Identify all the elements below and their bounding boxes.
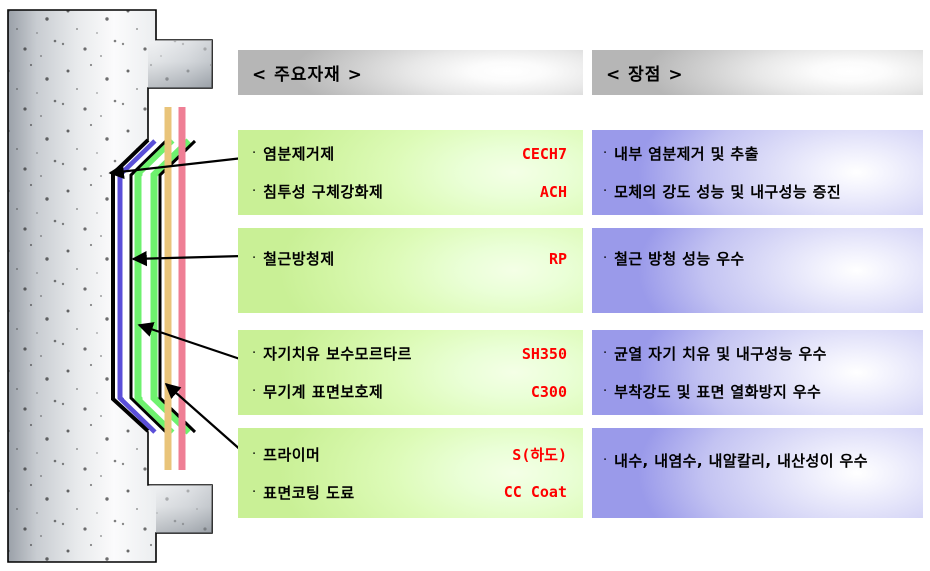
concrete-substrate <box>7 9 213 563</box>
material-row: · 무기계 표면보호제 C300 <box>238 373 583 411</box>
advantage-text: 부착강도 및 표면 열화방지 우수 <box>614 383 822 401</box>
advantage-group[interactable]: · 내부 염분제거 및 추출 · 모체의 강도 성능 및 내구성능 증진 <box>592 130 923 215</box>
advantage-text: 철근 방청 성능 우수 <box>614 250 745 268</box>
material-name: 염분제거제 <box>263 145 335 163</box>
material-name: 프라이머 <box>263 445 321 464</box>
material-name: 철근방청제 <box>263 250 335 268</box>
material-row: · 프라이머 S(하도) <box>238 435 583 473</box>
bullet-icon: · <box>252 484 257 500</box>
material-code: CECH7 <box>521 144 567 163</box>
materials-column-header: < 주요자재 > <box>238 50 583 95</box>
advantage-text: 모체의 강도 성능 및 내구성능 증진 <box>614 183 842 201</box>
advantage-text: 균열 자기 치유 및 내구성능 우수 <box>614 345 827 363</box>
material-group[interactable]: · 자기치유 보수모르타르 SH350 · 무기계 표면보호제 C300 <box>238 330 583 415</box>
advantage-text: 내부 염분제거 및 추출 <box>614 145 759 163</box>
advantage-row: · 균열 자기 치유 및 내구성능 우수 <box>592 335 923 373</box>
advantage-text: 내수, 내염수, 내알칼리, 내산성이 우수 <box>614 451 868 470</box>
bullet-icon: · <box>252 384 257 399</box>
material-row: · 침투성 구체강화제 ACH <box>238 173 583 211</box>
material-code: S(하도) <box>512 445 567 464</box>
advantages-column-header: < 장점 > <box>592 50 923 95</box>
material-name: 침투성 구체강화제 <box>263 183 384 201</box>
material-row: · 표면코팅 도료 CC Coat <box>238 473 583 511</box>
advantage-row: · 부착강도 및 표면 열화방지 우수 <box>592 373 923 411</box>
material-group[interactable]: · 염분제거제 CECH7 · 침투성 구체강화제 ACH <box>238 130 583 215</box>
material-code: CC Coat <box>503 483 567 501</box>
bullet-icon: · <box>252 446 257 462</box>
material-name: 표면코팅 도료 <box>263 483 355 502</box>
advantage-row: · 철근 방청 성능 우수 <box>592 240 923 278</box>
material-code: ACH <box>539 182 567 201</box>
material-name: 자기치유 보수모르타르 <box>263 345 412 363</box>
advantage-row: · 모체의 강도 성능 및 내구성능 증진 <box>592 173 923 211</box>
bullet-icon: · <box>603 452 608 468</box>
material-row: · 자기치유 보수모르타르 SH350 <box>238 335 583 373</box>
materials-header-label: < 주요자재 > <box>252 65 363 85</box>
bullet-icon: · <box>603 184 608 199</box>
bullet-icon: · <box>252 346 257 361</box>
material-row: · 철근방청제 RP <box>238 240 583 278</box>
advantages-header-label: < 장점 > <box>606 65 684 85</box>
material-code: C300 <box>530 382 567 401</box>
advantage-row: · 내부 염분제거 및 추출 <box>592 135 923 173</box>
material-name: 무기계 표면보호제 <box>263 383 384 401</box>
bullet-icon: · <box>252 251 257 266</box>
bullet-icon: · <box>252 146 257 161</box>
advantage-group[interactable]: · 철근 방청 성능 우수 <box>592 228 923 313</box>
bullet-icon: · <box>603 251 608 266</box>
advantage-group[interactable]: · 내수, 내염수, 내알칼리, 내산성이 우수 <box>592 428 923 518</box>
material-group[interactable]: · 철근방청제 RP <box>238 228 583 313</box>
advantage-group[interactable]: · 균열 자기 치유 및 내구성능 우수 · 부착강도 및 표면 열화방지 우수 <box>592 330 923 415</box>
material-code: RP <box>548 249 567 268</box>
bullet-icon: · <box>252 184 257 199</box>
bullet-icon: · <box>603 384 608 399</box>
material-code: SH350 <box>521 344 567 363</box>
material-row: · 염분제거제 CECH7 <box>238 135 583 173</box>
concrete-wall-cross-section-diagram <box>7 9 213 563</box>
material-group[interactable]: · 프라이머 S(하도) · 표면코팅 도료 CC Coat <box>238 428 583 518</box>
bullet-icon: · <box>603 346 608 361</box>
bullet-icon: · <box>603 146 608 161</box>
advantage-row: · 내수, 내염수, 내알칼리, 내산성이 우수 <box>592 441 923 479</box>
